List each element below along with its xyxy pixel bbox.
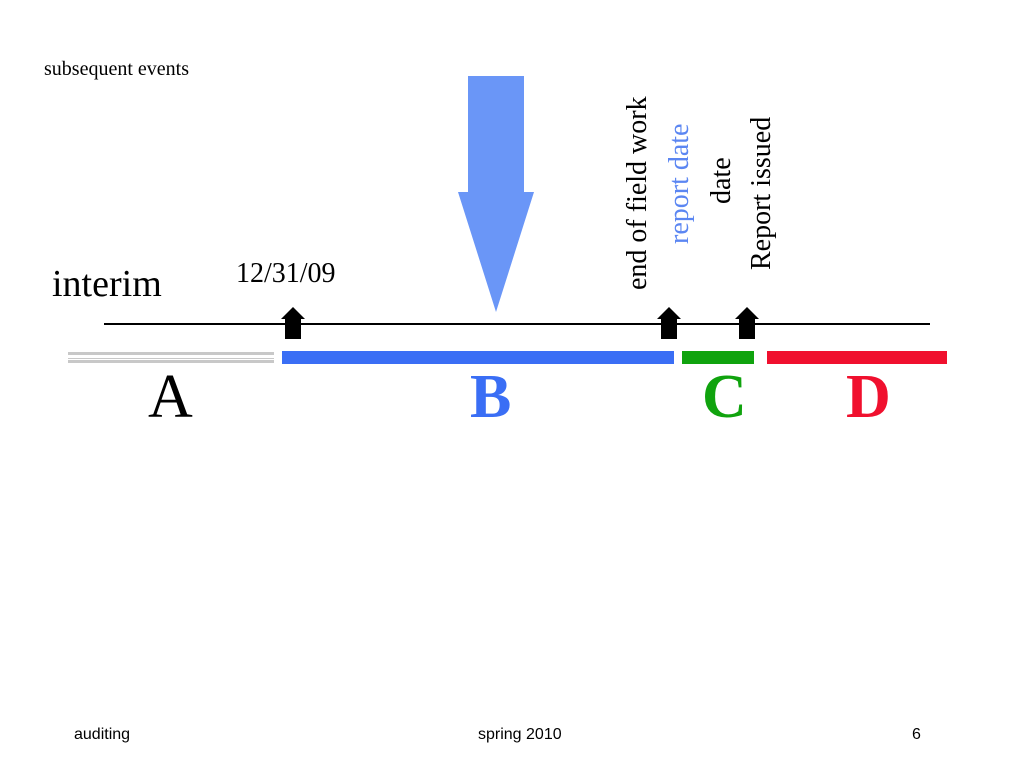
interim-label: interim [52, 263, 162, 305]
segment-c-bar [682, 351, 754, 364]
year-end-date-label: 12/31/09 [236, 258, 336, 289]
marker-up-arrow-icon [657, 307, 681, 339]
footer-course: auditing [74, 726, 131, 743]
down-arrow-shape [458, 76, 534, 312]
segment-d-letter: D [846, 363, 891, 431]
segment-c-letter: C [702, 363, 747, 431]
segment-a-letter: A [148, 363, 193, 431]
footer-term: spring 2010 [478, 726, 562, 743]
down-arrow-icon [458, 76, 534, 312]
marker-up-arrow-icon [281, 307, 305, 339]
report-date-label: report date [664, 123, 695, 245]
footer-page-number: 6 [912, 726, 921, 743]
segment-b-bar [282, 351, 674, 364]
segment-b-letter: B [470, 363, 512, 431]
segment-a-bar [68, 352, 274, 363]
report-issued-label: Report issued [746, 116, 777, 270]
marker-up-arrow-icon [735, 307, 759, 339]
segment-d-bar [767, 351, 947, 364]
slide-title: subsequent events [44, 58, 189, 80]
timeline-line [104, 323, 930, 325]
date-label-vertical: date [706, 157, 737, 204]
end-of-field-work-label: end of field work [622, 96, 653, 290]
